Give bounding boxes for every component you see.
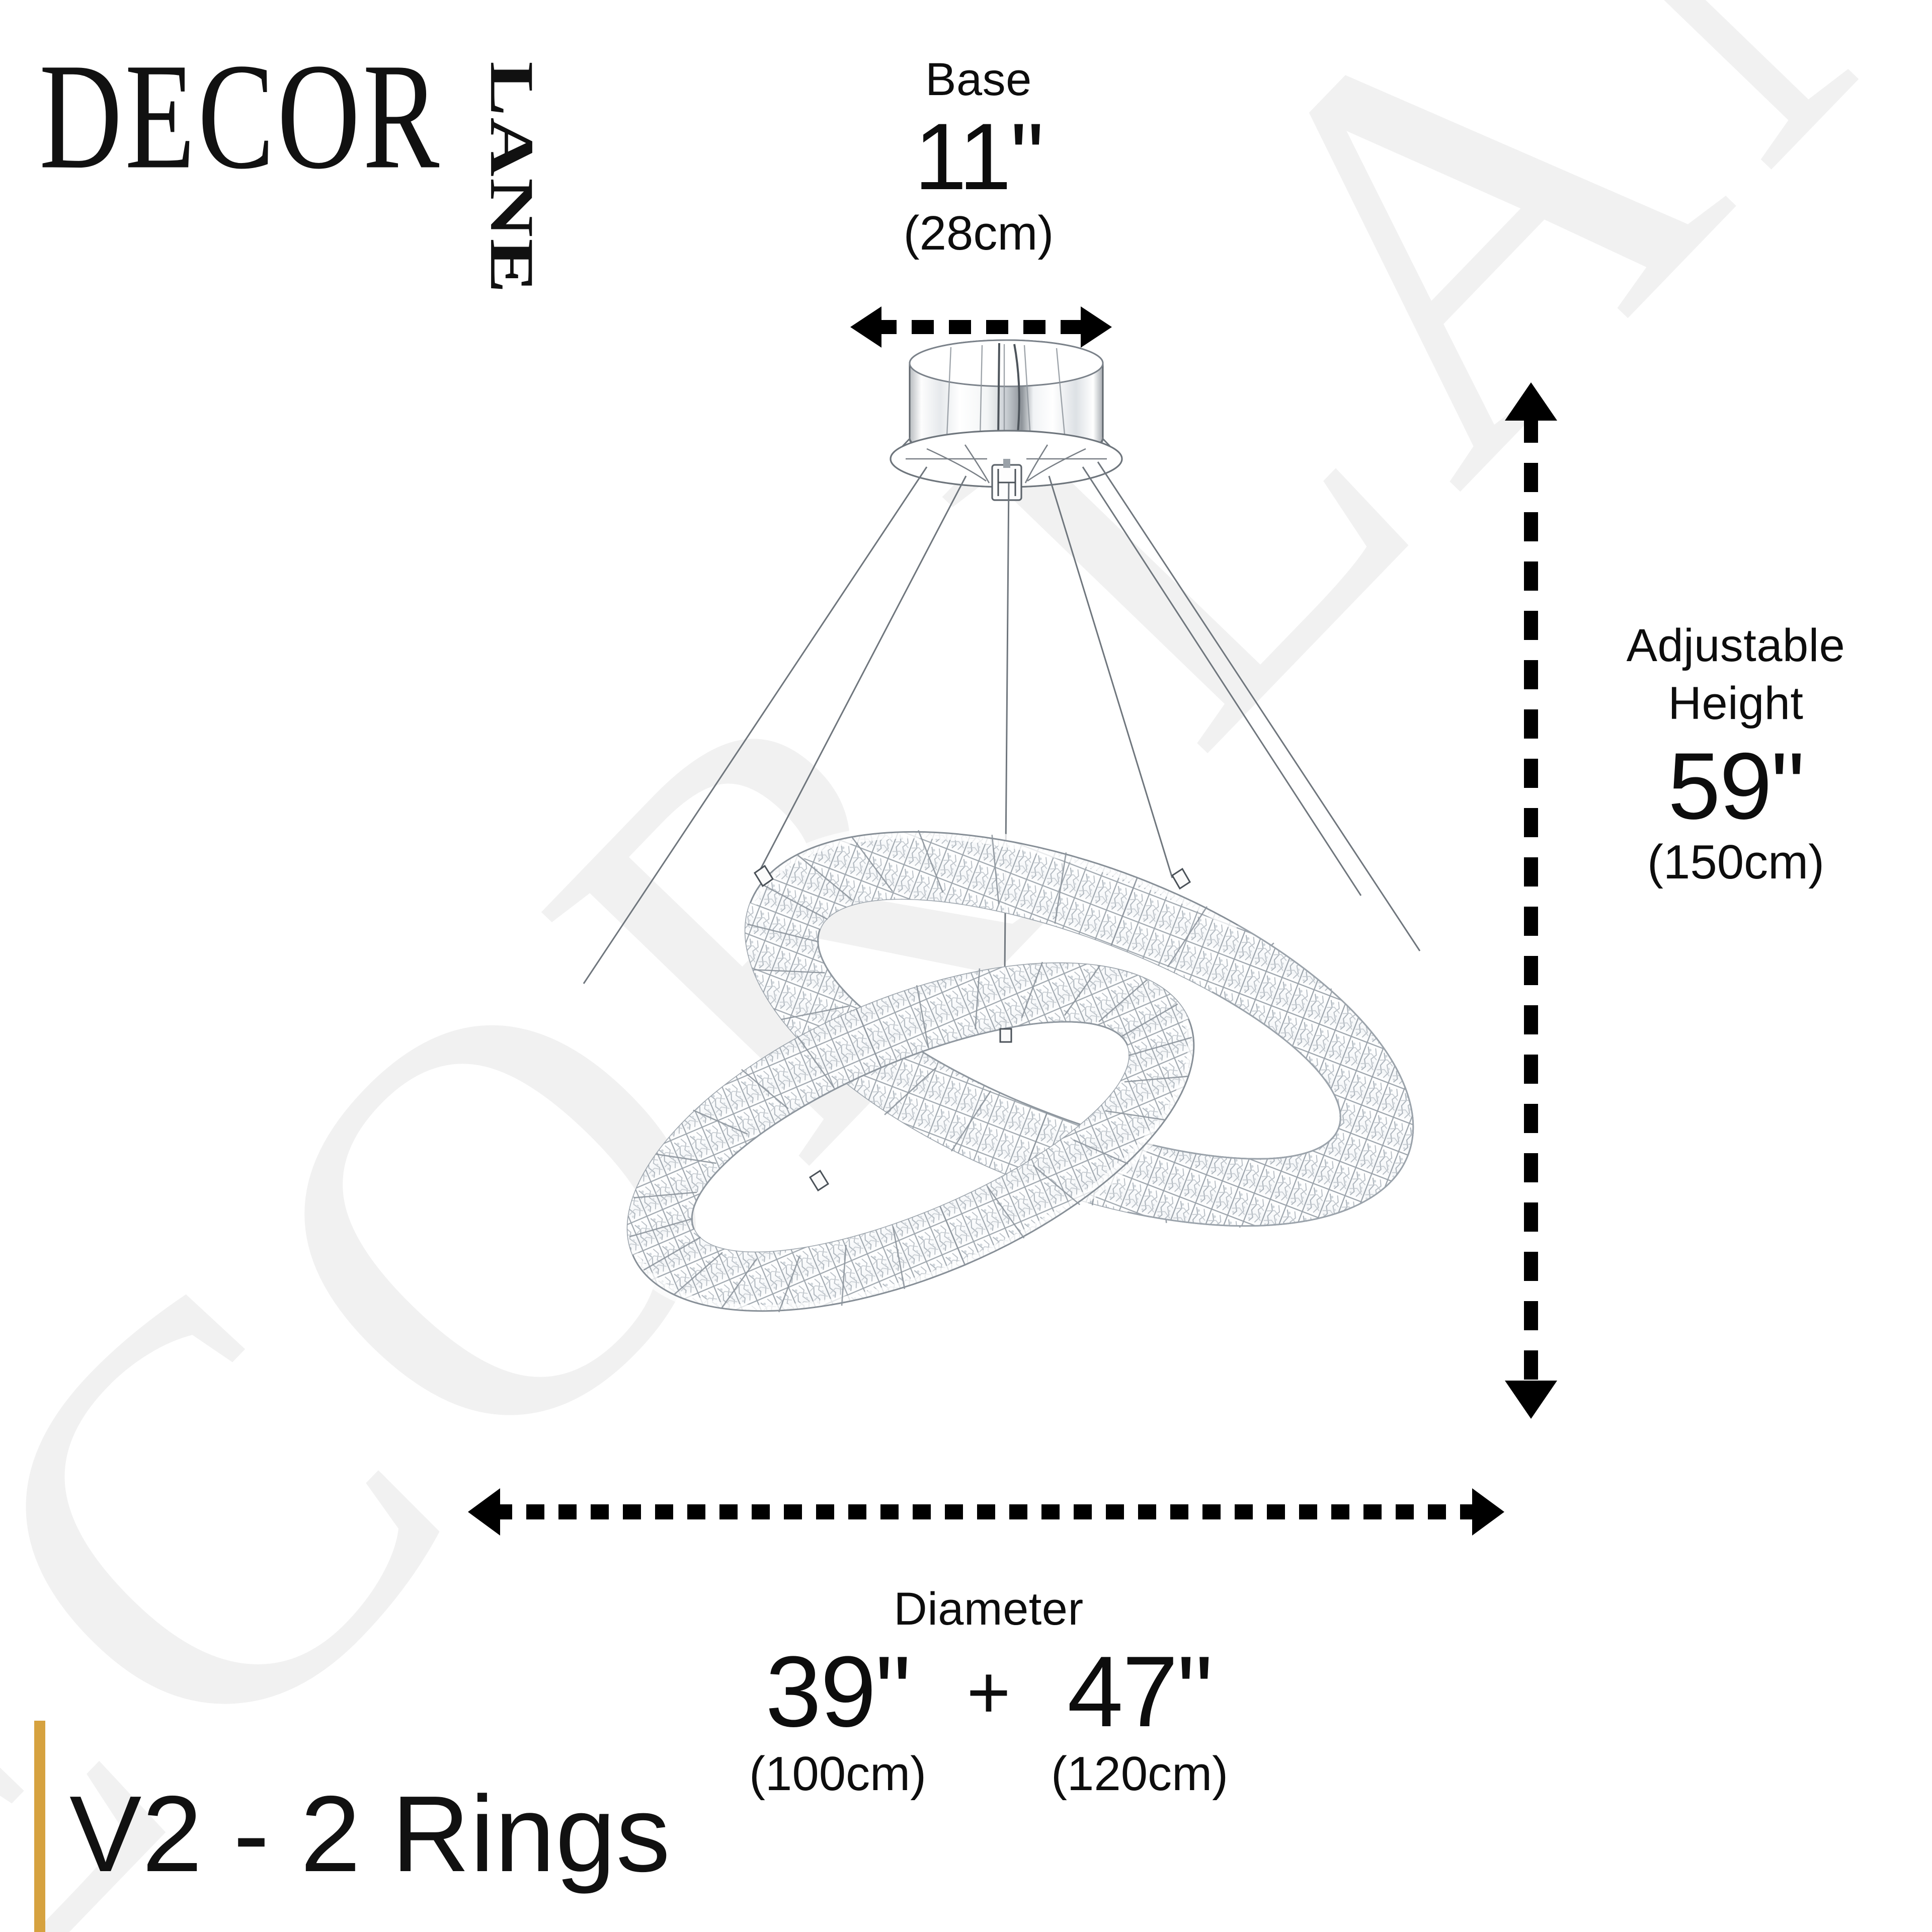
- height-dimension-block: Adjustable Height 59" (150cm): [1555, 621, 1917, 888]
- ceiling-canopy: [890, 339, 1123, 501]
- height-value-imperial: 59": [1668, 733, 1805, 839]
- diameter-values: 39" (100cm) + 47" (120cm): [604, 1635, 1374, 1802]
- height-caption-line1: Adjustable: [1626, 620, 1845, 671]
- base-value-imperial: 11": [914, 103, 1044, 209]
- product-illustration: [583, 339, 1421, 1317]
- base-dimension-arrow: [850, 306, 1112, 348]
- suspension-cables: [583, 461, 1421, 1033]
- variant-accent-bar: [34, 1721, 45, 1932]
- height-dimension-arrow: [1505, 382, 1557, 1419]
- diameter-dimension-block: Diameter 39" (100cm) + 47" (120cm): [604, 1585, 1374, 1802]
- base-value-metric: (28cm): [903, 206, 1054, 260]
- diameter-ring-large: 47" (120cm): [1021, 1635, 1258, 1802]
- diameter-separator: +: [967, 1649, 1011, 1734]
- ring-cable-clips: [753, 864, 1191, 1192]
- diameter-caption: Diameter: [894, 1583, 1084, 1635]
- diameter-large-metric: (120cm): [1051, 1746, 1229, 1801]
- height-caption-line2: Height: [1668, 677, 1804, 729]
- diameter-large-imperial: 47": [1067, 1635, 1213, 1748]
- brand-logo-lane: LANE: [477, 61, 547, 295]
- base-dimension-block: Base 11" (28cm): [725, 55, 1233, 259]
- variant-footer: V2 - 2 Rings: [34, 1721, 671, 1932]
- base-caption: Base: [925, 54, 1032, 105]
- diameter-small-metric: (100cm): [749, 1746, 927, 1801]
- variant-label: V2 - 2 Rings: [69, 1773, 671, 1894]
- brand-logo-decor: DECOR: [39, 31, 442, 201]
- ring-interlock-overlap: [1114, 890, 1414, 1227]
- diameter-ring-small: 39" (100cm): [719, 1635, 956, 1802]
- height-value-metric: (150cm): [1647, 835, 1825, 889]
- brand-logo: DECOR LANE: [39, 40, 573, 294]
- diameter-small-imperial: 39": [765, 1635, 911, 1748]
- diameter-dimension-arrow: [468, 1488, 1504, 1536]
- crystal-ring-small: [626, 961, 1200, 1317]
- canopy-center-connector: [991, 459, 1022, 501]
